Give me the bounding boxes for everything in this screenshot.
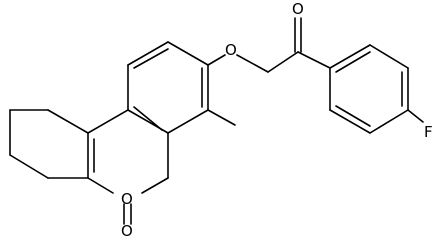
atom-label-ring-oxygen: O [121,190,133,208]
bond [127,41,169,66]
bond [335,105,371,127]
atom-labels: O O F O O [121,0,433,238]
bond [87,177,114,194]
bond [407,109,424,123]
bond [207,109,236,126]
atom-label-lactone-oxygen: O [121,222,133,238]
atom-label-fluorine: F [424,123,433,141]
bond [267,51,299,73]
bonds [9,17,424,225]
bond [329,44,371,69]
atom-label-ketone-oxygen: O [292,0,304,18]
bond [47,109,89,134]
bond [329,109,371,134]
bond [369,109,409,134]
bond [87,109,129,134]
bond [133,106,163,131]
bond [207,54,226,66]
atom-label-ether-oxygen: O [225,41,237,59]
bond [167,109,209,134]
bond [133,48,169,69]
bond [236,54,269,73]
bond [141,177,169,194]
bond [297,51,331,69]
bond [9,154,49,179]
bond [335,51,371,73]
bond [369,44,409,69]
bond [167,41,209,66]
